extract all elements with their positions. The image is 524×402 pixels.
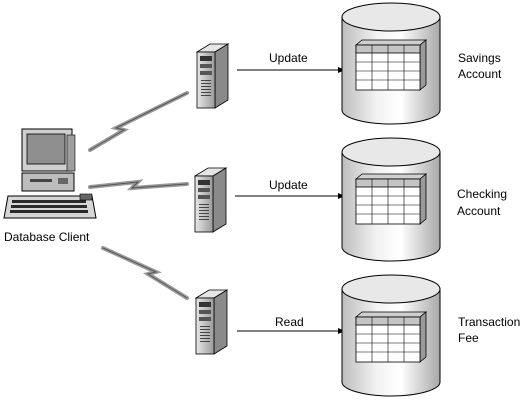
database-name-line1: Transaction	[458, 315, 520, 329]
server-2	[193, 167, 228, 233]
operation-label-2: Update	[269, 178, 308, 192]
operation-arrow-2: Update	[235, 178, 345, 199]
tower-server-icon	[195, 43, 230, 109]
table-grid-icon	[354, 311, 428, 363]
database-client: Database Client	[3, 128, 97, 244]
server-3	[194, 289, 229, 355]
database-name-line2: Account	[458, 67, 502, 81]
operation-arrow-3: Read	[237, 315, 345, 334]
table-grid-icon	[354, 39, 428, 91]
tower-server-icon	[193, 167, 228, 233]
tower-server-icon	[194, 289, 229, 355]
operation-label-1: Update	[269, 51, 308, 65]
database-name-line2: Fee	[458, 331, 479, 345]
database-savings: Savings Account	[341, 2, 502, 125]
database-name-line1: Savings	[458, 51, 501, 65]
desktop-computer-icon	[3, 128, 97, 219]
server-1	[195, 43, 230, 109]
table-grid-icon	[354, 173, 428, 225]
database-checking: Checking Account	[341, 137, 507, 262]
operation-arrow-1: Update	[237, 51, 345, 73]
lightning-link-2	[88, 179, 189, 191]
lightning-link-1	[88, 91, 189, 152]
database-name-line2: Account	[457, 204, 501, 218]
lightning-link-3	[101, 246, 189, 300]
operation-label-3: Read	[275, 315, 304, 329]
client-label: Database Client	[4, 230, 90, 244]
database-transaction-fee: Transaction Fee	[341, 274, 520, 397]
database-name-line1: Checking	[457, 187, 507, 201]
